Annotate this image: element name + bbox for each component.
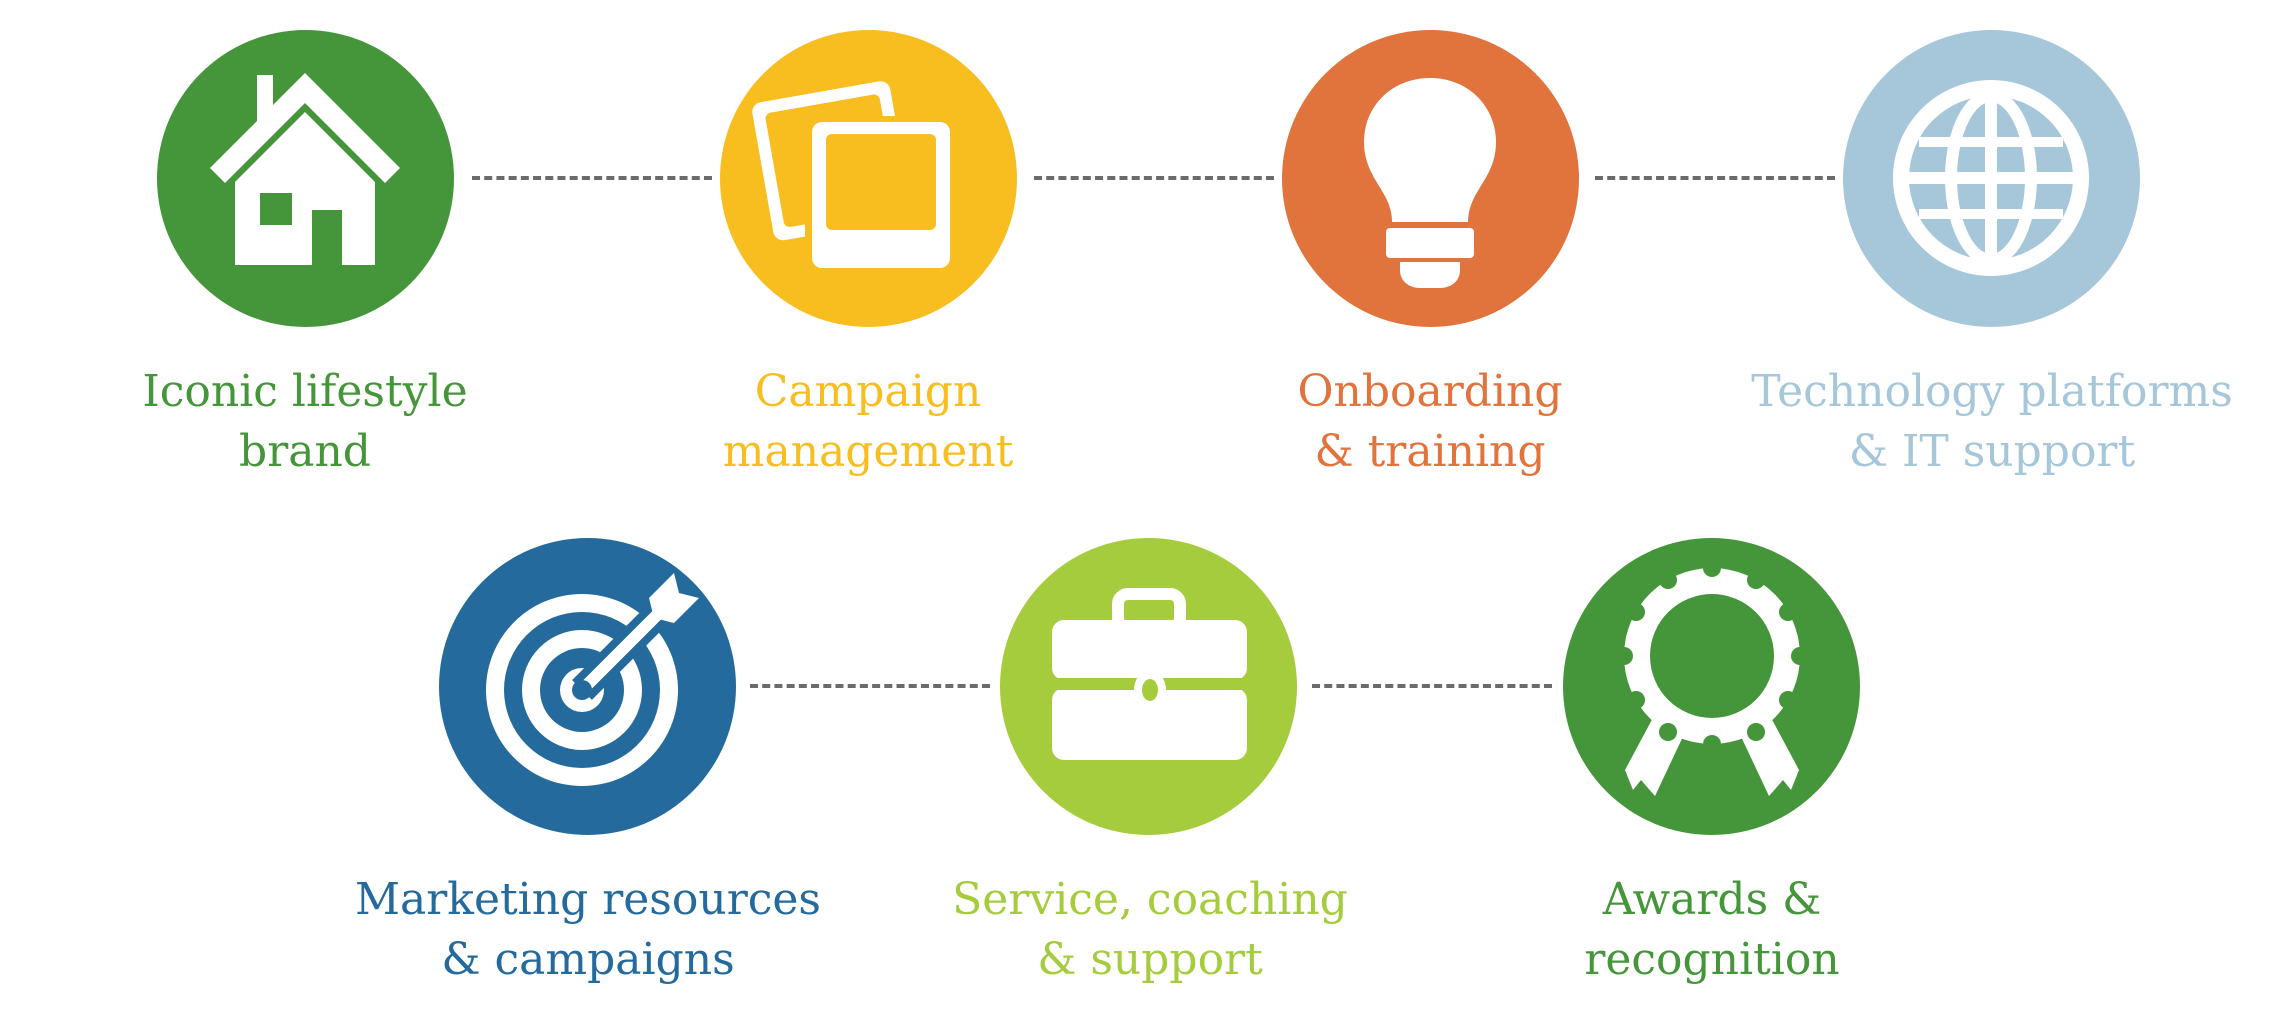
label-campaign-management: Campaign management [568,362,1168,482]
label-line-1: Service, coaching [952,874,1348,925]
label-line-2: & support [1037,934,1263,985]
label-line-2: brand [239,426,371,477]
label-line-1: Onboarding [1297,366,1563,417]
label-technology-platforms: Technology platforms & IT support [1692,362,2292,482]
circle-orange [1282,30,1579,327]
house-icon [210,73,400,265]
label-line-1: Campaign [754,366,982,417]
target-icon [486,573,699,786]
label-line-2: & IT support [1848,426,2136,477]
circle-blue [439,538,736,835]
connector-1-2 [472,176,712,180]
circle-green-2 [1563,538,1860,835]
label-marketing-resources: Marketing resources & campaigns [288,870,888,990]
label-line-2: & campaigns [441,934,735,985]
label-line-1: Technology platforms [1751,366,2233,417]
connector-2-3 [1034,176,1274,180]
photos-icon [752,81,955,274]
connector-3-4 [1595,176,1835,180]
lightbulb-icon [1364,78,1496,288]
circle-lime [1000,538,1297,835]
label-line-2: & training [1314,426,1546,477]
circle-yellow [720,30,1017,327]
connector-5-6 [750,684,990,688]
connector-6-7 [1312,684,1552,688]
label-line-1: Marketing resources [354,874,822,925]
globe-icon [1893,80,2089,276]
label-awards-recognition: Awards & recognition [1412,870,2012,990]
label-line-1: Iconic lifestyle [142,366,468,417]
award-ribbon-icon [1615,559,1809,796]
label-line-1: Awards & [1602,874,1822,925]
label-line-2: recognition [1584,934,1840,985]
briefcase-icon [1048,588,1251,760]
circle-light-blue [1843,30,2140,327]
circle-green [157,30,454,327]
label-line-2: management [722,426,1014,477]
label-iconic-lifestyle-brand: Iconic lifestyle brand [5,362,605,482]
label-onboarding-training: Onboarding & training [1130,362,1730,482]
label-service-coaching: Service, coaching & support [850,870,1450,990]
